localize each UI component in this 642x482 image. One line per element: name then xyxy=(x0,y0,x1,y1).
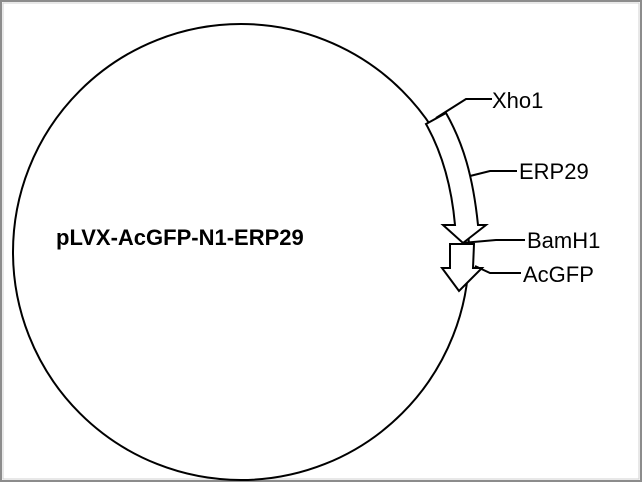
leader-line-bamh1 xyxy=(461,239,525,244)
site-label-xho1: Xho1 xyxy=(492,88,543,113)
feature-label-erp29: ERP29 xyxy=(519,159,589,184)
feature-arrow-erp29 xyxy=(424,111,489,245)
leader-line-erp29 xyxy=(469,170,517,177)
leader-line-xho1 xyxy=(435,98,492,119)
site-label-bamh1: BamH1 xyxy=(527,228,600,253)
plasmid-backbone xyxy=(12,23,470,481)
feature-label-acgfp: AcGFP xyxy=(523,262,594,287)
feature-arrow-acgfp xyxy=(440,243,485,293)
plasmid-name: pLVX-AcGFP-N1-ERP29 xyxy=(56,225,304,250)
leader-line-acgfp xyxy=(474,265,521,274)
